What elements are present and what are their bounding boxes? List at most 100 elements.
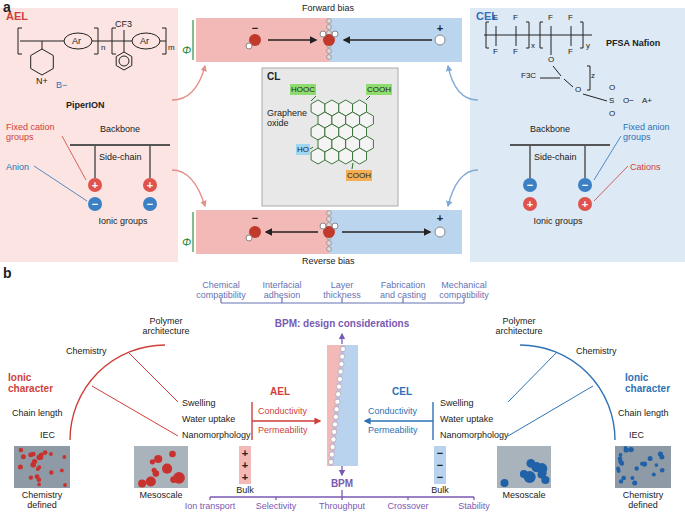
label-text: O: [548, 56, 554, 65]
label-text: Mechanical compatibility: [435, 280, 493, 300]
label-text: Conductivity: [258, 406, 307, 416]
piperion-structure: [18, 28, 166, 75]
nafion-structure: [496, 26, 571, 55]
junction-dot: [336, 392, 341, 397]
ion-arrow: [266, 231, 318, 233]
morphology-dot: [630, 476, 634, 480]
label-text: Mesoscale: [494, 490, 554, 500]
morphology-square: [497, 446, 551, 488]
morphology-dot: [146, 476, 156, 486]
label-text: CF3: [115, 19, 132, 29]
ionomer-sketch: [34, 136, 628, 211]
morphology-dot: [660, 468, 665, 473]
label-text: Chain length: [618, 408, 669, 418]
charge-sign: −: [435, 459, 445, 471]
ionomer-sketch: [34, 166, 87, 201]
label-text: Permeability: [368, 425, 418, 435]
morphology-dot: [531, 462, 541, 472]
label-text: z: [591, 72, 595, 81]
morphology-dot: [538, 470, 546, 478]
charge-sign: +: [435, 22, 445, 34]
ionomer-sketch: [594, 136, 621, 180]
nafion-structure: [486, 22, 489, 48]
morphology-dot: [60, 469, 64, 473]
label-text: A+: [642, 97, 652, 106]
label-text: O: [609, 110, 615, 119]
bpm-arrow: [341, 490, 342, 497]
curved-arrow: [172, 66, 478, 206]
water-molecule: [320, 223, 326, 229]
graphene-ring: [311, 100, 373, 164]
piperion-structure: [132, 33, 160, 49]
panel-fill: [0, 8, 685, 262]
morphology-dot: [37, 477, 42, 482]
label-text: Stability: [445, 501, 503, 511]
label-text: Reverse bias: [302, 256, 355, 266]
ionic-character-arc: [92, 352, 178, 436]
morphology-dot: [63, 483, 67, 487]
label-text: Polymer architecture: [490, 316, 548, 336]
nafion-structure: [587, 66, 590, 90]
charge-sign: −: [435, 471, 445, 483]
morphology-square: [134, 446, 188, 488]
junction-dot: [332, 429, 337, 434]
functional-bond: [310, 96, 370, 169]
node-text: Graphene oxide: [267, 108, 311, 128]
junction-dot: [331, 437, 336, 442]
charge-sign: +: [240, 459, 250, 471]
ionomer-sketch: [578, 197, 592, 211]
label-text: BPM: [322, 478, 362, 489]
nafion-structure: [553, 66, 561, 76]
label-text: Ion transport: [181, 501, 239, 511]
label-text: Ar: [140, 36, 149, 46]
charge-sign: −: [525, 179, 535, 191]
label-text: IEC: [40, 430, 55, 440]
label-text: m: [168, 44, 175, 53]
ionomer-sketch: [62, 136, 86, 180]
junction-dot: [327, 25, 332, 30]
label-text: Bulk: [234, 485, 256, 495]
label-text: Conductivity: [368, 406, 417, 416]
label-text: Permeability: [258, 425, 308, 435]
morphology-dot: [619, 461, 624, 466]
junction-dot: [327, 247, 332, 252]
morphology-dot: [152, 468, 157, 473]
water-molecule: [246, 31, 445, 241]
label-text: Interfacial adhesion: [253, 280, 311, 300]
ionic-character-arc: [520, 345, 615, 440]
graphene-ring: [353, 148, 367, 164]
morphology-dot: [619, 453, 623, 457]
ionomer-sketch: [523, 178, 537, 192]
morphology-dot: [652, 473, 656, 477]
junction-dot: [329, 452, 334, 457]
ionomer-sketch: [143, 178, 157, 192]
morphology-dot: [169, 451, 176, 458]
piperion-structure: [124, 41, 125, 52]
label-text: F: [513, 48, 518, 57]
nafion-structure: [540, 22, 543, 48]
bpm-arrow: [210, 334, 474, 500]
functional-bond: [366, 96, 370, 100]
functional-bond: [311, 96, 316, 101]
morphology-dot: [658, 451, 663, 456]
charge-sign: +: [525, 198, 535, 210]
charge-sign: +: [240, 447, 250, 459]
ionomer-sketch: [143, 197, 157, 211]
ion-arrow: [268, 39, 316, 41]
junction-dot: [330, 444, 335, 449]
morphology-dot: [624, 446, 628, 450]
label-text: Φ: [182, 44, 191, 56]
label-text: F: [568, 14, 573, 23]
ionomer-sketch: [510, 144, 610, 146]
charge-sign: +: [90, 179, 100, 191]
functional-group: COOH: [366, 84, 392, 95]
piperion-structure: [112, 28, 116, 54]
charge-sign: +: [145, 179, 155, 191]
label-text: B−: [56, 80, 67, 90]
charge-sign: −: [435, 447, 445, 459]
morphology-dot: [501, 479, 509, 487]
functional-group: COOH: [346, 170, 372, 181]
membrane: [196, 18, 462, 254]
junction-dot: [327, 49, 332, 54]
bpm-arrow: [341, 334, 342, 344]
